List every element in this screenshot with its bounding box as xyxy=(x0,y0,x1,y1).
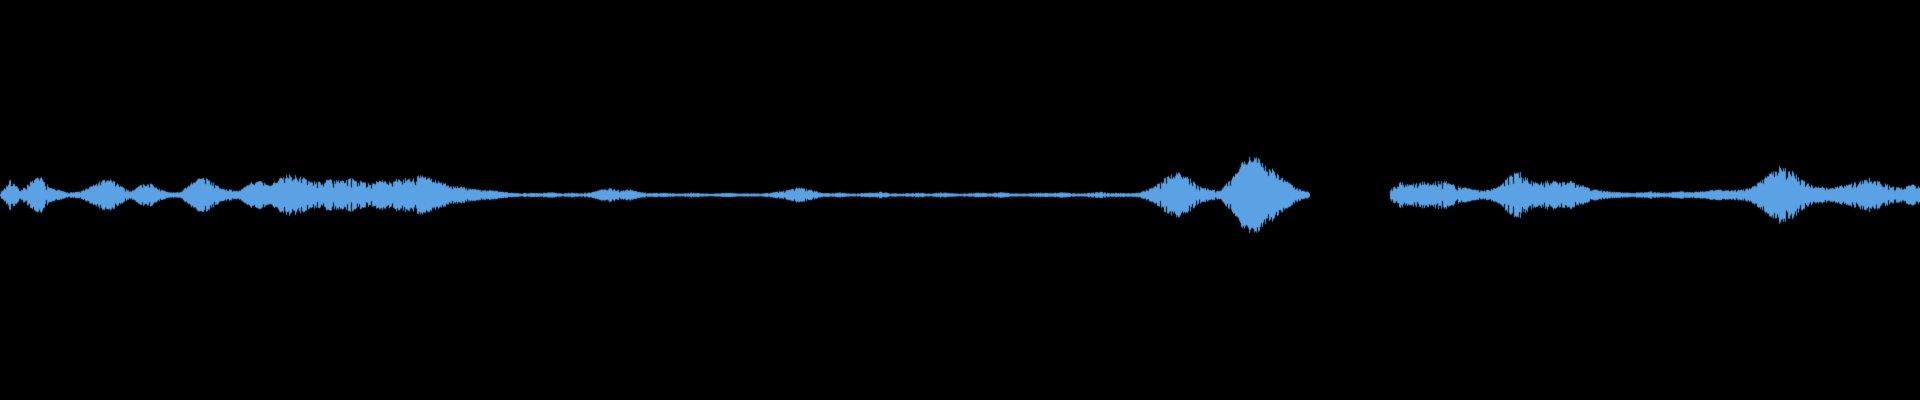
audio-waveform[interactable] xyxy=(0,0,1920,400)
waveform-panel xyxy=(0,0,1920,400)
